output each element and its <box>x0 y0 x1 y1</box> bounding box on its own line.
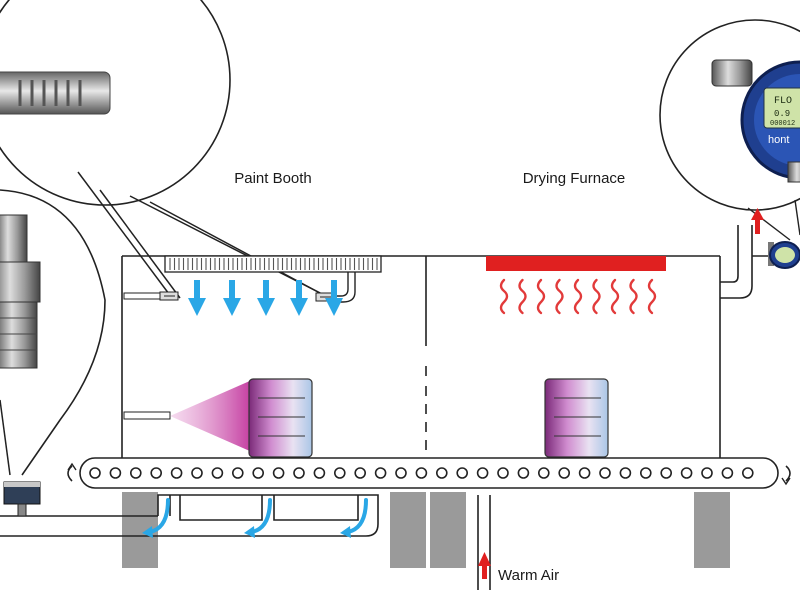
sensor-callout-large <box>0 0 334 301</box>
duct-pressure-sensor-icon <box>3 481 41 517</box>
conveyor-roller <box>354 467 367 479</box>
return-air-arrow-head <box>244 526 255 538</box>
heat-wave-icon <box>518 278 527 315</box>
conveyor-roller <box>232 467 244 479</box>
flowmeter-callout: FLO 0.9 000012 hont <box>659 19 800 241</box>
conveyor-roller <box>252 467 265 479</box>
return-air-arrow-curve <box>346 498 368 534</box>
return-air-arrow-curve <box>148 498 170 534</box>
conveyor-roller <box>191 467 203 479</box>
inline-flowmeter-icon <box>768 241 800 269</box>
workpiece-painting <box>248 378 313 458</box>
return-air-arrow-curve <box>250 498 272 534</box>
airflow-arrow-shaft <box>194 280 200 300</box>
heat-wave-icons <box>499 278 657 315</box>
exhaust-arrow-icon <box>751 208 764 234</box>
conveyor-roller <box>619 467 632 479</box>
conveyor-roller <box>599 467 611 479</box>
paint-spray-cone <box>170 380 252 452</box>
conveyor-roller <box>313 467 326 479</box>
conveyor-roller <box>701 467 713 479</box>
transmitter-callout <box>0 189 106 476</box>
airflow-arrow-shaft <box>331 280 337 300</box>
conveyor-roller <box>456 467 469 479</box>
conveyor-roller <box>558 467 571 479</box>
conveyor-roller <box>660 467 673 479</box>
heat-wave-icon <box>536 278 546 315</box>
airflow-arrow-shaft <box>296 280 302 300</box>
airflow-arrow-head <box>257 298 275 316</box>
conveyor-roller <box>272 467 285 479</box>
flowmeter-display-icon <box>711 59 800 183</box>
conveyor-roller <box>109 467 122 479</box>
conveyor-roller <box>680 467 693 479</box>
airflow-arrow-head <box>188 298 206 316</box>
airflow-arrow-shaft <box>263 280 269 300</box>
conveyor-roller <box>721 467 734 479</box>
support-legs <box>122 492 730 568</box>
pressure-transmitter-icon <box>0 214 41 369</box>
spray-gun <box>123 380 252 452</box>
meter-display-line2: 0.9 <box>774 109 790 119</box>
conveyor-roller <box>639 467 652 479</box>
conveyor-roller <box>170 467 183 479</box>
conveyor-roller <box>89 467 101 479</box>
drying-furnace-label: Drying Furnace <box>523 170 626 187</box>
underfloor-duct <box>0 494 491 590</box>
heat-wave-icon <box>592 278 601 315</box>
heat-wave-icon <box>499 278 509 315</box>
conveyor-roller <box>476 467 489 479</box>
conveyor-roller <box>741 467 754 479</box>
heat-wave-icon <box>610 278 620 315</box>
airflow-arrow-head <box>325 298 343 316</box>
conveyor-rollers <box>89 467 754 479</box>
airflow-arrow-head <box>290 298 308 316</box>
conveyor-roller <box>333 467 346 479</box>
meter-display-line3: 000012 <box>770 120 795 128</box>
heat-wave-icon <box>573 278 583 315</box>
heat-wave-icon <box>555 278 564 315</box>
conveyor-roller <box>578 467 591 479</box>
conveyor-roller <box>435 467 448 479</box>
conveyor-roller <box>537 467 550 479</box>
paint-booth-label: Paint Booth <box>234 170 312 187</box>
airflow-arrow-head <box>223 298 241 316</box>
booth-sensor-left <box>123 291 179 301</box>
return-air-arrow-head <box>142 526 153 538</box>
conveyor-roller <box>150 467 162 479</box>
conveyor-roller <box>497 467 509 479</box>
warm-air-arrow-icon <box>478 552 491 579</box>
conveyor-roller <box>517 467 530 479</box>
conveyor-roller <box>293 467 305 479</box>
conveyor-belt <box>67 457 791 489</box>
heat-wave-icon <box>629 278 638 315</box>
warm-air-label: Warm Air <box>498 567 559 584</box>
booth-sensor-right <box>315 272 356 303</box>
heat-wave-icon <box>647 278 657 315</box>
return-air-arrow-head <box>340 526 351 538</box>
conveyor-roller <box>395 467 407 479</box>
airflow-down-arrows <box>188 280 343 316</box>
workpiece-drying <box>544 378 609 458</box>
return-air-arrows <box>142 498 368 538</box>
diffuser-slats <box>169 258 378 270</box>
airflow-arrow-shaft <box>229 280 235 300</box>
humidity-sensor-probe-icon <box>0 71 111 115</box>
meter-display-line1: FLO <box>774 96 792 107</box>
conveyor-roller <box>130 467 142 479</box>
furnace-heater-element <box>486 256 666 271</box>
conveyor-roller <box>374 467 387 479</box>
conveyor-roller <box>211 467 224 479</box>
conveyor-roller <box>415 467 428 479</box>
meter-brand-text: hont <box>768 134 789 146</box>
